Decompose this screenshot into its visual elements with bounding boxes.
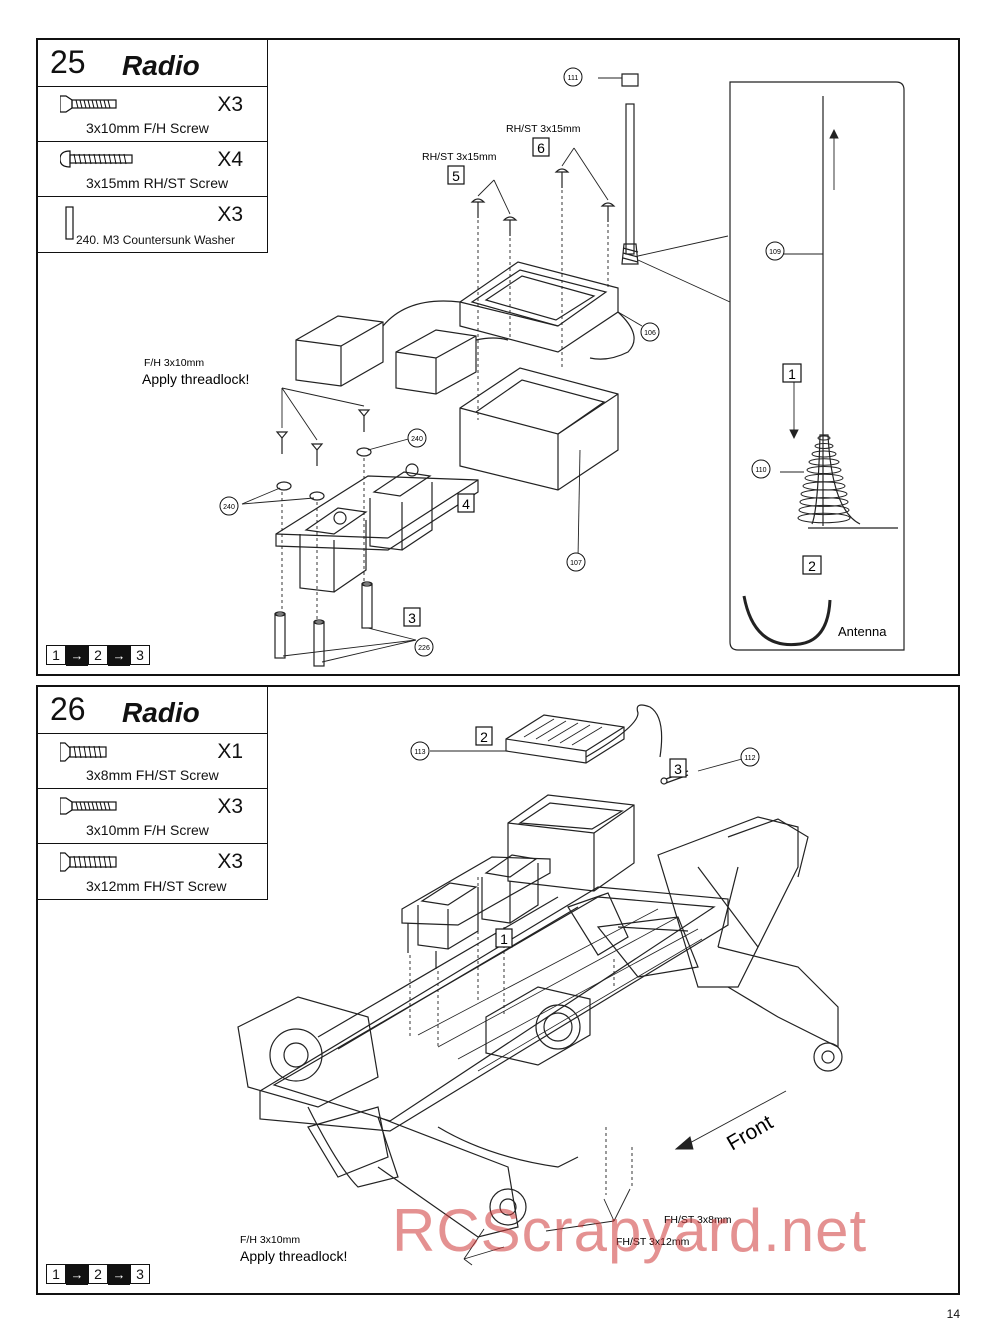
parts-row: X4 3x15mm RH/ST Screw: [38, 142, 267, 197]
arrow-right-icon: →: [66, 1263, 88, 1285]
arrow-right-icon: →: [66, 644, 88, 666]
washer-icon: [65, 206, 74, 240]
watermark: RCScrapyard.net: [392, 1197, 868, 1264]
part-number-callout: 111: [568, 75, 579, 82]
parts-row: X3 3x10mm F/H Screw: [38, 87, 267, 142]
step-25-exploded-diagram: 5 6 4 3 1 2 RH/ST 3x15mm RH/ST 3x15mm F/…: [142, 67, 905, 667]
part-quantity: X4: [217, 148, 243, 171]
screw-label-rhst: RH/ST 3x15mm: [506, 123, 581, 135]
part-number-callout: 107: [570, 560, 582, 567]
parts-row: X3 3x12mm FH/ST Screw: [38, 844, 267, 899]
step-box-1: 1: [788, 366, 796, 382]
step-box-2: 2: [808, 558, 816, 574]
step-26-number: 26: [50, 691, 86, 727]
part-number-callout: 112: [744, 755, 755, 762]
part-quantity: X3: [217, 795, 243, 818]
step-25-title: Radio: [122, 50, 200, 81]
part-quantity: X1: [217, 740, 243, 763]
step-26-header: 26 Radio: [38, 687, 268, 734]
screw-label-rhst: RH/ST 3x15mm: [422, 151, 497, 163]
antenna-label: Antenna: [838, 624, 887, 639]
step-26-panel: 26 Radio X1 3x8mm FH/ST Screw X3 3x10mm …: [36, 685, 960, 1295]
fh-st-screw-short-icon: [60, 742, 107, 762]
part-name: 3x12mm FH/ST Screw: [86, 878, 227, 894]
part-quantity: X3: [217, 93, 243, 116]
step-box-2: 2: [480, 729, 488, 745]
threadlock-note: Apply threadlock!: [240, 1248, 347, 1264]
part-number-callout: 106: [644, 330, 656, 337]
sequence-step: 2: [88, 1264, 108, 1284]
step-26-parts-list: X1 3x8mm FH/ST Screw X3 3x10mm F/H Screw…: [38, 734, 268, 900]
step-26-sequence: 1 → 2 → 3: [46, 1263, 150, 1285]
step-26-title: Radio: [122, 697, 200, 728]
step-25-sequence: 1 → 2 → 3: [46, 644, 150, 666]
part-number-callout: 240: [411, 436, 423, 443]
arrow-right-icon: →: [108, 1263, 130, 1285]
step-25-parts-list: X3 3x10mm F/H Screw X4 3x15mm RH/ST Scre…: [38, 87, 268, 253]
step-26-chassis-diagram: 2 3 1 113 112 Front FH/ST 3x8mm FH/ST 3x…: [237, 704, 843, 1266]
part-quantity: X3: [217, 203, 243, 226]
step-25-number: 25: [50, 44, 86, 80]
part-name: 3x8mm FH/ST Screw: [86, 767, 219, 783]
sequence-step: 1: [46, 1264, 66, 1284]
sequence-step: 1: [46, 645, 66, 665]
part-name: 240. M3 Countersunk Washer: [76, 233, 235, 247]
part-number-callout: 109: [769, 249, 781, 256]
part-number-callout: 113: [414, 749, 425, 756]
sequence-step: 3: [130, 645, 150, 665]
part-name: 3x15mm RH/ST Screw: [86, 175, 229, 191]
screw-label-fh: F/H 3x10mm: [240, 1234, 300, 1246]
step-25-panel: 25 Radio X3 3x10mm F/H Screw X4: [36, 38, 960, 676]
part-name: 3x10mm F/H Screw: [86, 120, 209, 136]
round-head-screw-icon: [60, 150, 133, 168]
front-label: Front: [723, 1111, 777, 1156]
part-name: 3x10mm F/H Screw: [86, 822, 209, 838]
step-25-header: 25 Radio: [38, 40, 268, 87]
flat-head-screw-icon: [60, 797, 117, 815]
threadlock-note: Apply threadlock!: [142, 371, 249, 387]
parts-row: X3 3x10mm F/H Screw: [38, 789, 267, 844]
step-box-3: 3: [674, 761, 682, 777]
part-number-callout: 240: [223, 504, 235, 511]
parts-row: X1 3x8mm FH/ST Screw: [38, 734, 267, 789]
step-box-3: 3: [408, 610, 416, 626]
part-quantity: X3: [217, 850, 243, 873]
step-box-1: 1: [500, 931, 508, 947]
screw-label-fhst8: FH/ST 3x8mm: [664, 1214, 732, 1226]
sequence-step: 3: [130, 1264, 150, 1284]
parts-row: X3 240. M3 Countersunk Washer: [38, 197, 267, 252]
step-box-5: 5: [452, 168, 460, 184]
fh-st-screw-long-icon: [60, 852, 117, 872]
flat-head-screw-icon: [60, 95, 117, 113]
part-number-callout: 226: [418, 645, 430, 652]
page-number: 14: [946, 1307, 960, 1321]
screw-label-fh: F/H 3x10mm: [144, 357, 204, 369]
part-number-callout: 110: [755, 467, 766, 474]
screw-label-fhst12: FH/ST 3x12mm: [616, 1236, 690, 1248]
arrow-right-icon: →: [108, 644, 130, 666]
sequence-step: 2: [88, 645, 108, 665]
step-box-6: 6: [537, 140, 545, 156]
step-box-4: 4: [462, 496, 470, 512]
